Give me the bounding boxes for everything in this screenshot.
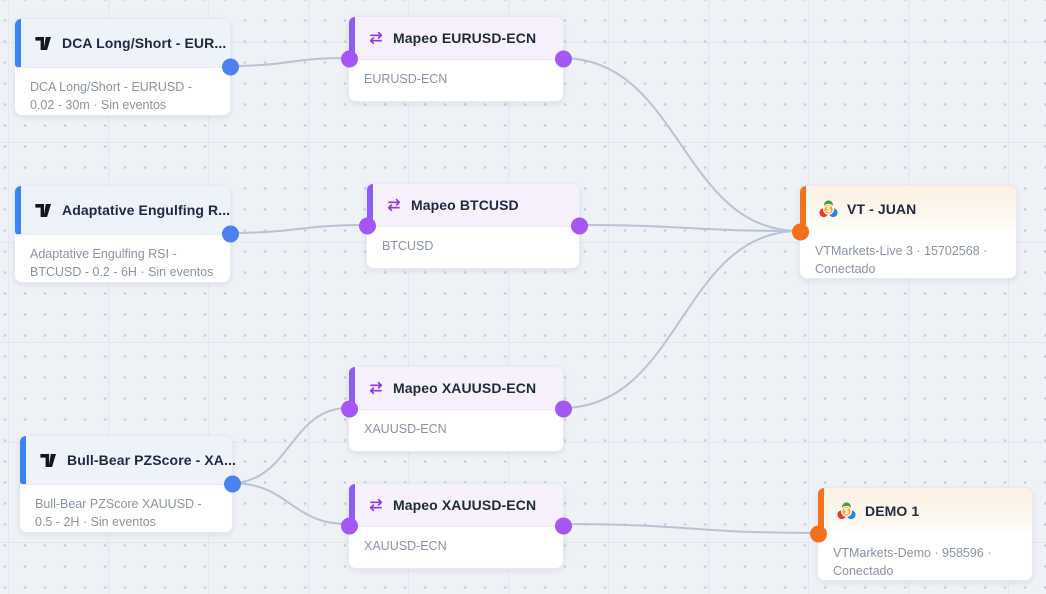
accent-bar bbox=[15, 186, 21, 234]
node-alert-adaptative-engulfing[interactable]: Adaptative Engulfing R... Adaptative Eng… bbox=[14, 185, 239, 283]
edge-n2-n5[interactable] bbox=[561, 57, 800, 232]
node-title: Mapeo XAUUSD-ECN bbox=[393, 380, 537, 396]
node-header: Adaptative Engulfing R... bbox=[15, 186, 230, 235]
node-title: Mapeo BTCUSD bbox=[411, 197, 519, 213]
source-handle[interactable] bbox=[221, 58, 239, 76]
node-alert-dca-longshort[interactable]: DCA Long/Short - EUR... DCA Long/Short -… bbox=[14, 18, 239, 116]
target-handle[interactable] bbox=[809, 525, 827, 543]
node-account-demo-1[interactable]: $ DEMO 1 VTMarkets-Demo · 958596 · Conec… bbox=[809, 487, 1033, 581]
edge-n3-n4[interactable] bbox=[228, 224, 367, 234]
metatrader-icon: $ bbox=[819, 199, 838, 219]
edge-n6-n8[interactable] bbox=[230, 482, 349, 525]
edge-n6-n7[interactable] bbox=[230, 407, 349, 484]
node-header: $ DEMO 1 bbox=[818, 488, 1032, 534]
node-mapping-btcusd[interactable]: Mapeo BTCUSD BTCUSD bbox=[358, 183, 588, 269]
source-handle[interactable] bbox=[221, 225, 239, 243]
node-title: DEMO 1 bbox=[865, 503, 920, 519]
tradingview-icon bbox=[39, 453, 58, 467]
target-handle[interactable] bbox=[340, 50, 358, 68]
accent-bar bbox=[349, 484, 355, 526]
edge-n1-n2[interactable] bbox=[228, 57, 349, 67]
accent-bar bbox=[818, 488, 824, 534]
node-subtitle: DCA Long/Short - EURUSD - 0.02 - 30m · S… bbox=[30, 80, 192, 113]
node-header: Bull-Bear PZScore - XA... bbox=[20, 436, 236, 485]
node-title: Mapeo EURUSD-ECN bbox=[393, 30, 537, 46]
node-header: DCA Long/Short - EUR... bbox=[15, 19, 230, 68]
accent-bar bbox=[800, 186, 806, 232]
accent-bar bbox=[349, 17, 355, 59]
node-title: Bull-Bear PZScore - XA... bbox=[67, 452, 236, 468]
node-subtitle: VTMarkets-Live 3 · 15702568 · Conectado bbox=[815, 244, 988, 277]
node-title: Mapeo XAUUSD-ECN bbox=[393, 497, 537, 513]
tradingview-icon bbox=[34, 36, 53, 50]
target-handle[interactable] bbox=[340, 517, 358, 535]
source-handle[interactable] bbox=[554, 517, 572, 535]
svg-text:$: $ bbox=[844, 506, 849, 516]
node-subtitle: EURUSD-ECN bbox=[364, 72, 448, 86]
target-handle[interactable] bbox=[791, 223, 809, 241]
source-handle[interactable] bbox=[554, 50, 572, 68]
swap-icon bbox=[368, 497, 384, 513]
node-subtitle: Bull-Bear PZScore XAUUSD - 0.5 - 2H · Si… bbox=[35, 497, 202, 530]
node-alert-bullbear-pzscore[interactable]: Bull-Bear PZScore - XA... Bull-Bear PZSc… bbox=[19, 435, 241, 533]
node-header: Mapeo BTCUSD bbox=[367, 184, 579, 227]
node-title: Adaptative Engulfing R... bbox=[62, 202, 231, 218]
metatrader-icon: $ bbox=[837, 501, 856, 521]
swap-icon bbox=[368, 30, 384, 46]
node-account-vt-juan[interactable]: $ VT - JUAN VTMarkets-Live 3 · 15702568 … bbox=[791, 185, 1017, 279]
node-title: VT - JUAN bbox=[847, 201, 917, 217]
svg-text:$: $ bbox=[826, 204, 831, 214]
tradingview-icon bbox=[34, 203, 53, 217]
node-mapping-xauusd-ecn-1[interactable]: Mapeo XAUUSD-ECN XAUUSD-ECN bbox=[340, 366, 572, 452]
node-subtitle: XAUUSD-ECN bbox=[364, 422, 447, 436]
node-subtitle: Adaptative Engulfing RSI - BTCUSD - 0.2 … bbox=[30, 247, 214, 280]
source-handle[interactable] bbox=[570, 217, 588, 235]
accent-bar bbox=[15, 19, 21, 67]
target-handle[interactable] bbox=[358, 217, 376, 235]
edge-n8-n9[interactable] bbox=[561, 523, 818, 534]
node-subtitle: VTMarkets-Demo · 958596 · Conectado bbox=[833, 546, 992, 579]
source-handle[interactable] bbox=[223, 475, 241, 493]
node-header: Mapeo XAUUSD-ECN bbox=[349, 367, 563, 410]
swap-icon bbox=[368, 380, 384, 396]
accent-bar bbox=[349, 367, 355, 409]
node-mapping-eurusd-ecn[interactable]: Mapeo EURUSD-ECN EURUSD-ECN bbox=[340, 16, 572, 102]
edge-n4-n5[interactable] bbox=[577, 224, 800, 232]
node-title: DCA Long/Short - EUR... bbox=[62, 35, 227, 51]
accent-bar bbox=[367, 184, 373, 226]
accent-bar bbox=[20, 436, 26, 484]
node-header: Mapeo XAUUSD-ECN bbox=[349, 484, 563, 527]
node-header: $ VT - JUAN bbox=[800, 186, 1016, 232]
edge-n7-n5[interactable] bbox=[561, 230, 800, 409]
swap-icon bbox=[386, 197, 402, 213]
source-handle[interactable] bbox=[554, 400, 572, 418]
node-header: Mapeo EURUSD-ECN bbox=[349, 17, 563, 60]
target-handle[interactable] bbox=[340, 400, 358, 418]
node-subtitle: XAUUSD-ECN bbox=[364, 539, 447, 553]
node-mapping-xauusd-ecn-2[interactable]: Mapeo XAUUSD-ECN XAUUSD-ECN bbox=[340, 483, 572, 569]
node-subtitle: BTCUSD bbox=[382, 239, 434, 253]
